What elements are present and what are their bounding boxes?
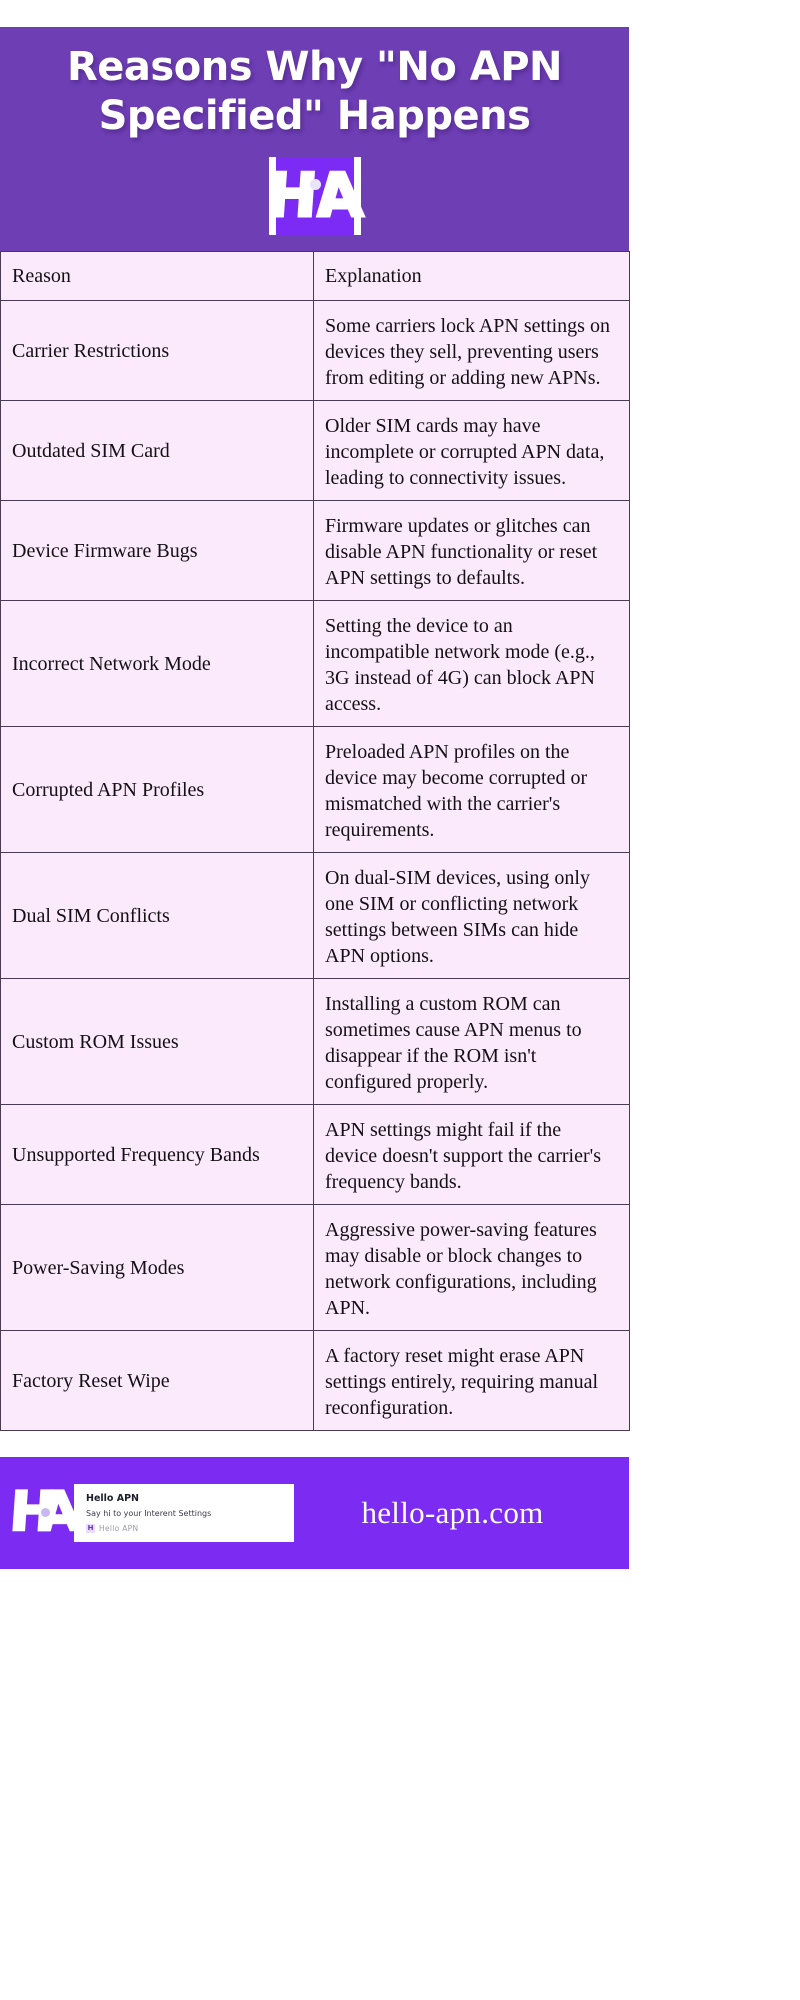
column-header-reason: Reason	[0, 251, 314, 301]
column-header-explanation: Explanation	[313, 251, 630, 301]
cell-reason: Factory Reset Wipe	[0, 1330, 314, 1431]
logo-letter-h: H	[263, 159, 321, 232]
cell-reason: Carrier Restrictions	[0, 300, 314, 401]
table-header-row: Reason Explanation	[0, 251, 630, 301]
header-banner: Reasons Why "No APN Specified" Happens H…	[0, 27, 629, 251]
cell-explanation: Preloaded APN profiles on the device may…	[313, 726, 630, 853]
site-preview-tag: H Hello APN	[86, 1523, 282, 1533]
logo-edge-left	[268, 156, 276, 235]
table-row: Custom ROM Issues Installing a custom RO…	[0, 978, 630, 1105]
footer-bar: H A Hello APN Say hi to your Interent Se…	[0, 1457, 629, 1569]
cell-explanation: A factory reset might erase APN settings…	[313, 1330, 630, 1431]
table-row: Carrier Restrictions Some carriers lock …	[0, 300, 630, 401]
cell-explanation: Firmware updates or glitches can disable…	[313, 500, 630, 601]
cell-reason: Custom ROM Issues	[0, 978, 314, 1105]
cell-reason: Outdated SIM Card	[0, 400, 314, 501]
cell-explanation: Older SIM cards may have incomplete or c…	[313, 400, 630, 501]
cell-reason: Dual SIM Conflicts	[0, 852, 314, 979]
cell-explanation: APN settings might fail if the device do…	[313, 1104, 630, 1205]
cell-reason: Unsupported Frequency Bands	[0, 1104, 314, 1205]
site-preview-subtitle: Say hi to your Interent Settings	[86, 1508, 212, 1518]
poster-column: Reasons Why "No APN Specified" Happens H…	[0, 27, 630, 1569]
cell-reason: Corrupted APN Profiles	[0, 726, 314, 853]
reasons-table-wrapper: Reason Explanation Carrier Restrictions …	[0, 251, 630, 1431]
cell-reason: Incorrect Network Mode	[0, 600, 314, 727]
table-body: Carrier Restrictions Some carriers lock …	[0, 300, 630, 1431]
table-row: Device Firmware Bugs Firmware updates or…	[0, 500, 630, 601]
logo-dot-icon	[309, 178, 321, 190]
table-row: Dual SIM Conflicts On dual-SIM devices, …	[0, 852, 630, 979]
footer-logo-dot-icon	[41, 1508, 50, 1517]
site-preview-card[interactable]: Hello APN Say hi to your Interent Settin…	[74, 1484, 294, 1542]
logo-letter-a: A	[312, 159, 366, 232]
cell-explanation: Setting the device to an incompatible ne…	[313, 600, 630, 727]
cell-explanation: Aggressive power-saving features may dis…	[313, 1204, 630, 1331]
cell-explanation: On dual-SIM devices, using only one SIM …	[313, 852, 630, 979]
site-favicon-icon: H	[86, 1523, 95, 1533]
site-preview-tag-text: Hello APN	[99, 1523, 139, 1533]
table-row: Corrupted APN Profiles Preloaded APN pro…	[0, 726, 630, 853]
website-url[interactable]: hello-apn.com	[361, 1495, 544, 1530]
table-row: Unsupported Frequency Bands APN settings…	[0, 1104, 630, 1205]
site-preview-title: Hello APN	[86, 1493, 140, 1505]
table-row: Outdated SIM Card Older SIM cards may ha…	[0, 400, 630, 501]
table-row: Factory Reset Wipe A factory reset might…	[0, 1330, 630, 1431]
logo-edge-right	[353, 156, 361, 235]
logo-plate	[274, 156, 355, 235]
cell-explanation: Installing a custom ROM can sometimes ca…	[313, 978, 630, 1105]
brand-logo-icon: H A	[263, 156, 366, 239]
table-row: Power-Saving Modes Aggressive power-savi…	[0, 1204, 630, 1331]
page-title: Reasons Why "No APN Specified" Happens	[67, 44, 563, 139]
reasons-table: Reason Explanation Carrier Restrictions …	[0, 251, 630, 1431]
cell-reason: Device Firmware Bugs	[0, 500, 314, 601]
cell-explanation: Some carriers lock APN settings on devic…	[313, 300, 630, 401]
table-row: Incorrect Network Mode Setting the devic…	[0, 600, 630, 727]
cell-reason: Power-Saving Modes	[0, 1204, 314, 1331]
footer-brand-logo-icon: H A	[7, 1476, 83, 1550]
